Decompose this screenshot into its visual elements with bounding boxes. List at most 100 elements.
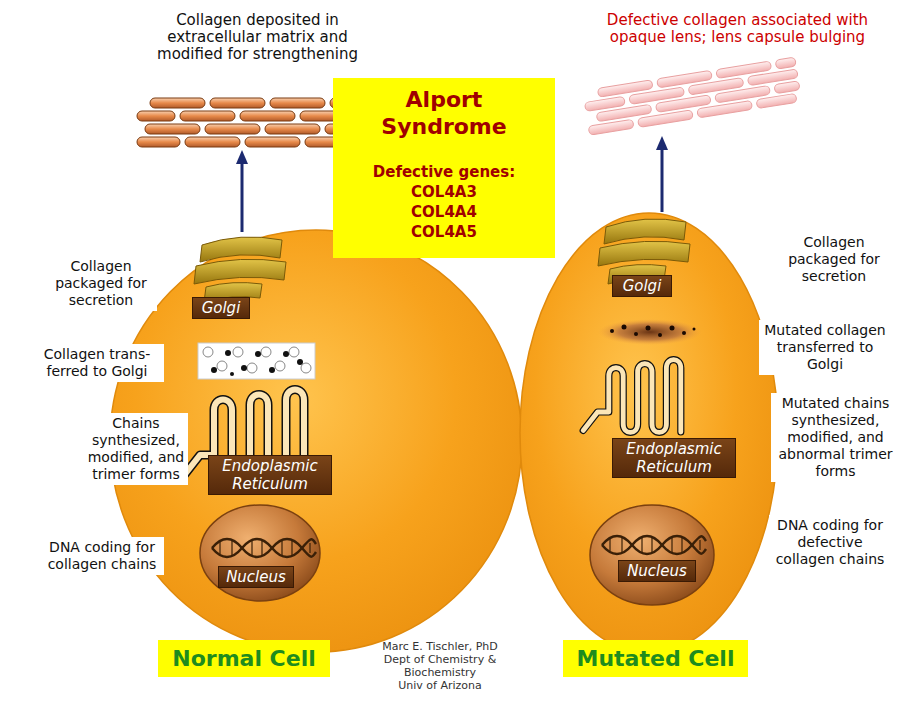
nucleus-body bbox=[590, 505, 714, 605]
node-text: Nucleus bbox=[622, 562, 692, 580]
normal-collagen-fibers bbox=[270, 98, 325, 108]
normal-collagen-fibers bbox=[137, 98, 360, 147]
step-label: Collagen trans- ferred to Golgi bbox=[30, 344, 164, 382]
collagen-vesicle bbox=[198, 343, 315, 379]
mutated-collagen-vesicle bbox=[622, 325, 627, 330]
golgi-stack bbox=[194, 259, 286, 284]
node-text: COL4A5 bbox=[333, 222, 555, 242]
dna-helix bbox=[212, 539, 316, 557]
defective-collagen-fibers bbox=[697, 100, 753, 117]
node-text: Nucleus bbox=[222, 568, 290, 586]
defective-collagen-fibers bbox=[638, 110, 694, 127]
collagen-vesicle bbox=[203, 347, 213, 357]
organelle-label: Nucleus bbox=[618, 560, 696, 582]
mutated-collagen-vesicle bbox=[610, 325, 696, 338]
collagen-vesicle bbox=[203, 347, 311, 373]
collagen-vesicle bbox=[261, 347, 271, 357]
collagen-vesicle bbox=[211, 367, 217, 373]
step-label: Mutated collagen transferred to Golgi bbox=[759, 320, 891, 375]
node-text: Golgi bbox=[616, 277, 668, 295]
defective-collagen-fibers bbox=[775, 57, 796, 69]
node-text: Collagen packaged for secretion bbox=[780, 234, 888, 285]
defect-note: Defective collagen associated with opaqu… bbox=[600, 12, 875, 46]
mutated-collagen-vesicle bbox=[646, 326, 651, 331]
step-label: Mutated chains synthesized, modified, an… bbox=[771, 393, 900, 482]
collagen-vesicle bbox=[217, 361, 227, 371]
collagen-vesicle bbox=[301, 363, 311, 373]
collagen-vesicle bbox=[233, 347, 243, 357]
mutated-collagen-vesicle bbox=[598, 319, 702, 345]
golgi-stack bbox=[200, 237, 282, 262]
collagen-vesicle bbox=[289, 347, 299, 357]
node-text: Endoplasmic Reticulum bbox=[212, 457, 328, 493]
organelle-label: Endoplasmic Reticulum bbox=[612, 438, 736, 478]
collagen-vesicle bbox=[283, 351, 289, 357]
mutated-collagen-vesicle bbox=[658, 333, 662, 337]
node-text: COL4A3 bbox=[333, 182, 555, 202]
syndrome-box: Alport SyndromeDefective genes:COL4A3COL… bbox=[333, 78, 555, 258]
collagen-vesicle bbox=[211, 350, 303, 376]
step-label: Chains synthesized, modified, and trimer… bbox=[84, 413, 188, 485]
nucleus-body bbox=[200, 505, 320, 601]
normal-collagen-fibers bbox=[205, 124, 260, 134]
dna-helix bbox=[212, 539, 316, 557]
mutated-collagen-vesicle bbox=[670, 326, 675, 331]
secretion-arrow bbox=[236, 150, 248, 164]
collagen-vesicle bbox=[297, 359, 303, 365]
step-label: DNA coding for defective collagen chains bbox=[769, 515, 891, 570]
dna-helix bbox=[602, 536, 706, 554]
author-credit: Univ of Arizona bbox=[377, 679, 503, 692]
node-text: Mutated chains synthesized, modified, an… bbox=[773, 395, 898, 480]
secretion-arrow bbox=[241, 162, 244, 232]
node-text: Mutated collagen transferred to Golgi bbox=[761, 322, 889, 373]
normal-collagen-fibers bbox=[137, 111, 175, 121]
mutated-collagen-vesicle bbox=[693, 328, 696, 331]
step-label: DNA coding for collagen chains bbox=[40, 537, 164, 575]
normal-collagen-fibers bbox=[180, 111, 235, 121]
cell-title: Mutated Cell bbox=[563, 640, 748, 677]
collagen-vesicle bbox=[247, 363, 257, 373]
normal-collagen-fibers bbox=[145, 124, 200, 134]
mutated-collagen-vesicle bbox=[634, 332, 638, 336]
author-credit: Dept of Chemistry & Biochemistry bbox=[377, 653, 503, 679]
organelle-label: Endoplasmic Reticulum bbox=[208, 455, 332, 495]
dna-helix bbox=[220, 540, 310, 556]
normal-collagen-fibers bbox=[150, 98, 205, 108]
secretion-arrow bbox=[656, 136, 668, 150]
normal-collagen-fibers bbox=[240, 111, 295, 121]
author-credit: Marc E. Tischler, PhD bbox=[377, 640, 503, 653]
mutated-collagen-vesicle bbox=[682, 331, 686, 335]
collagen-vesicle bbox=[275, 361, 285, 371]
defective-collagen-fibers bbox=[756, 93, 797, 108]
node-text: Mutated Cell bbox=[563, 640, 748, 677]
defective-collagen-fibers bbox=[774, 81, 800, 94]
node-text: Chains synthesized, modified, and trimer… bbox=[86, 415, 186, 483]
organelle-label: Golgi bbox=[192, 297, 250, 319]
organelle-label: Golgi bbox=[612, 275, 672, 297]
secretion-arrow bbox=[661, 148, 664, 212]
normal-collagen-fibers bbox=[265, 124, 320, 134]
defective-collagen-fibers bbox=[588, 119, 634, 135]
collagen-vesicle bbox=[230, 372, 234, 376]
normal-collagen-fibers bbox=[137, 137, 180, 147]
collagen-vesicle bbox=[241, 365, 247, 371]
step-label: Collagen packaged for secretion bbox=[45, 256, 157, 311]
normal-collagen-fibers bbox=[185, 137, 240, 147]
collagen-vesicle bbox=[269, 367, 275, 373]
node-text: Collagen trans- ferred to Golgi bbox=[32, 346, 162, 380]
mutated-collagen-vesicle bbox=[598, 319, 702, 345]
node-text: COL4A4 bbox=[333, 202, 555, 222]
golgi-stack bbox=[194, 237, 286, 302]
dna-helix bbox=[212, 539, 316, 557]
node-text: Golgi bbox=[196, 299, 246, 317]
defective-collagen-fibers bbox=[583, 57, 802, 135]
node-text: Collagen packaged for secretion bbox=[47, 258, 155, 309]
caption-note: Collagen deposited in extracellular matr… bbox=[145, 12, 370, 63]
endoplasmic-reticulum bbox=[583, 360, 681, 433]
collagen-vesicle bbox=[198, 343, 315, 379]
cell-title: Normal Cell bbox=[158, 640, 330, 677]
node-text: Endoplasmic Reticulum bbox=[616, 440, 732, 476]
node-text: Alport Syndrome bbox=[379, 86, 509, 140]
collagen-vesicle bbox=[225, 350, 231, 356]
